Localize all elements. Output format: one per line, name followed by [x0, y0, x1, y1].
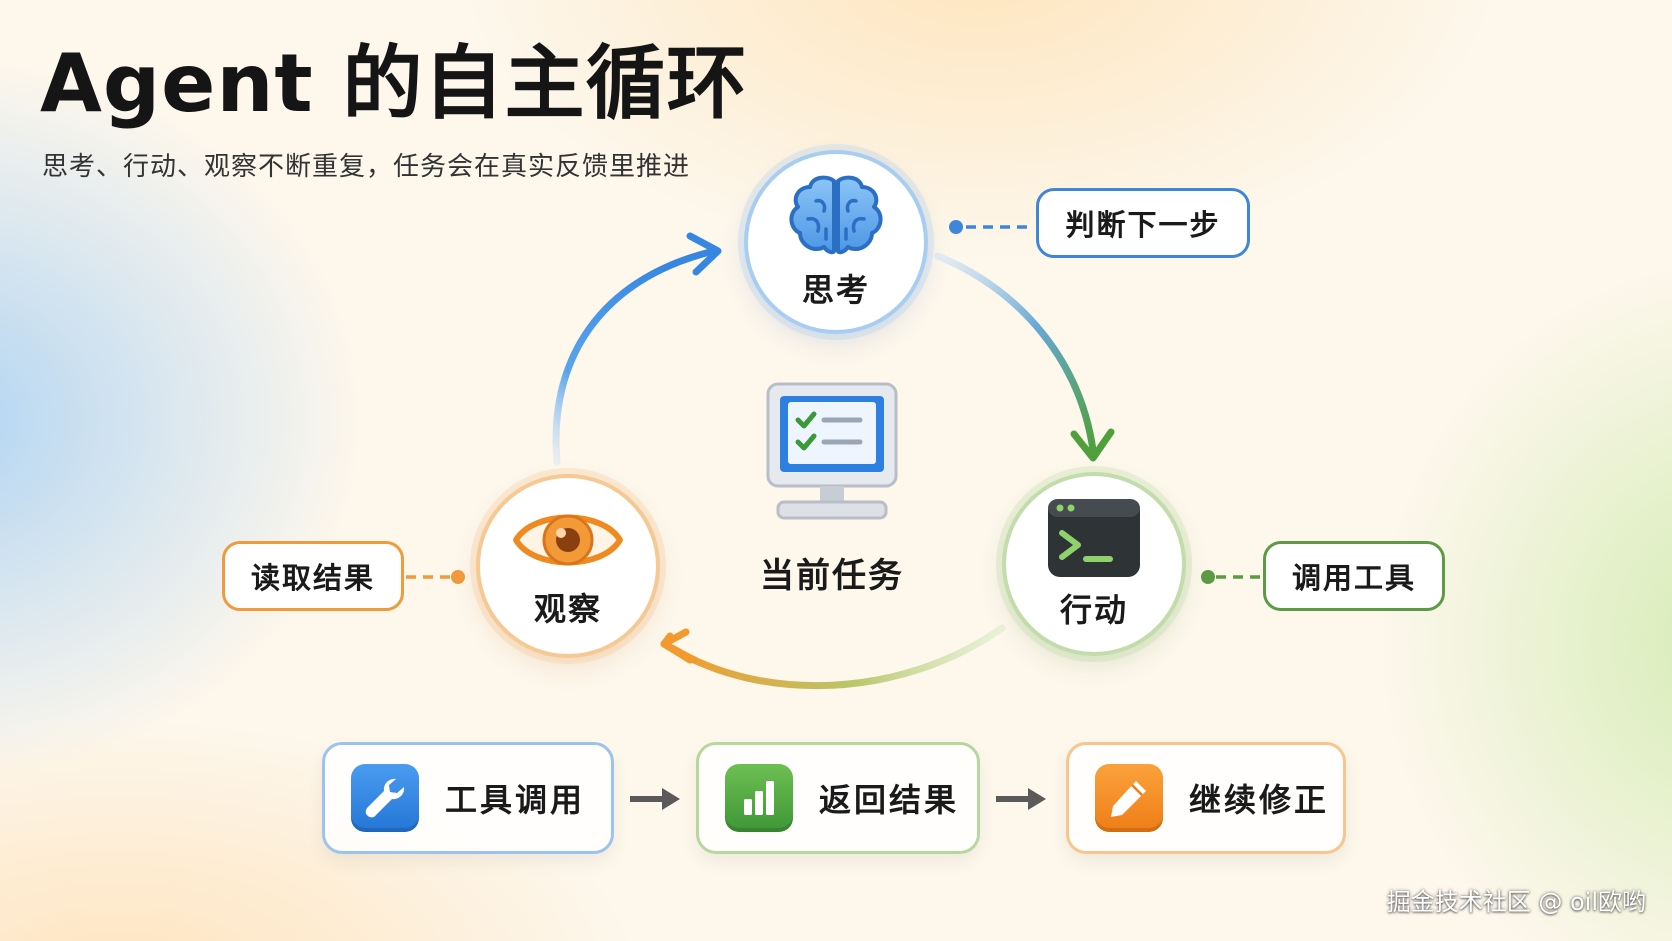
pencil-icon: [1095, 764, 1163, 832]
node-observe: 观察: [476, 474, 660, 658]
arrow-observe-to-think: [552, 248, 714, 466]
page-title: Agent 的自主循环: [40, 37, 748, 130]
arrowhead-think: [686, 232, 722, 276]
watermark: 掘金技术社区 @ oil欧哟: [1386, 888, 1646, 916]
eye-icon: [510, 502, 626, 582]
step-tool-call: 工具调用: [322, 742, 614, 854]
node-act: 行动: [1002, 472, 1186, 656]
wrench-icon: [351, 764, 419, 832]
page-subtitle: 思考、行动、观察不断重复，任务会在真实反馈里推进: [42, 152, 691, 182]
arrow-right-icon: [630, 788, 680, 810]
arrow-right-icon: [996, 788, 1046, 810]
step-return-result-label: 返回结果: [819, 781, 960, 819]
bar-chart-icon: [725, 764, 793, 832]
step-keep-fixing: 继续修正: [1066, 742, 1346, 854]
node-observe-label: 观察: [533, 590, 602, 628]
tag-observe: 读取结果: [222, 541, 404, 611]
arrow-think-to-act: [934, 252, 1097, 454]
brain-icon: [786, 173, 886, 263]
step-keep-fixing-label: 继续修正: [1189, 781, 1330, 819]
arrowhead-act: [1070, 428, 1115, 462]
tag-think: 判断下一步: [1036, 188, 1250, 258]
node-act-label: 行动: [1059, 591, 1128, 629]
step-tool-call-label: 工具调用: [445, 781, 586, 819]
node-think: 思考: [744, 150, 928, 334]
step-return-result: 返回结果: [696, 742, 980, 854]
tag-act: 调用工具: [1263, 541, 1445, 611]
node-think-label: 思考: [801, 271, 870, 309]
center-task: 当前任务: [752, 380, 912, 597]
center-task-label: 当前任务: [760, 556, 904, 596]
arrow-act-to-observe: [668, 624, 1006, 690]
terminal-icon: [1046, 497, 1142, 583]
monitor-checklist-icon: [764, 380, 900, 530]
